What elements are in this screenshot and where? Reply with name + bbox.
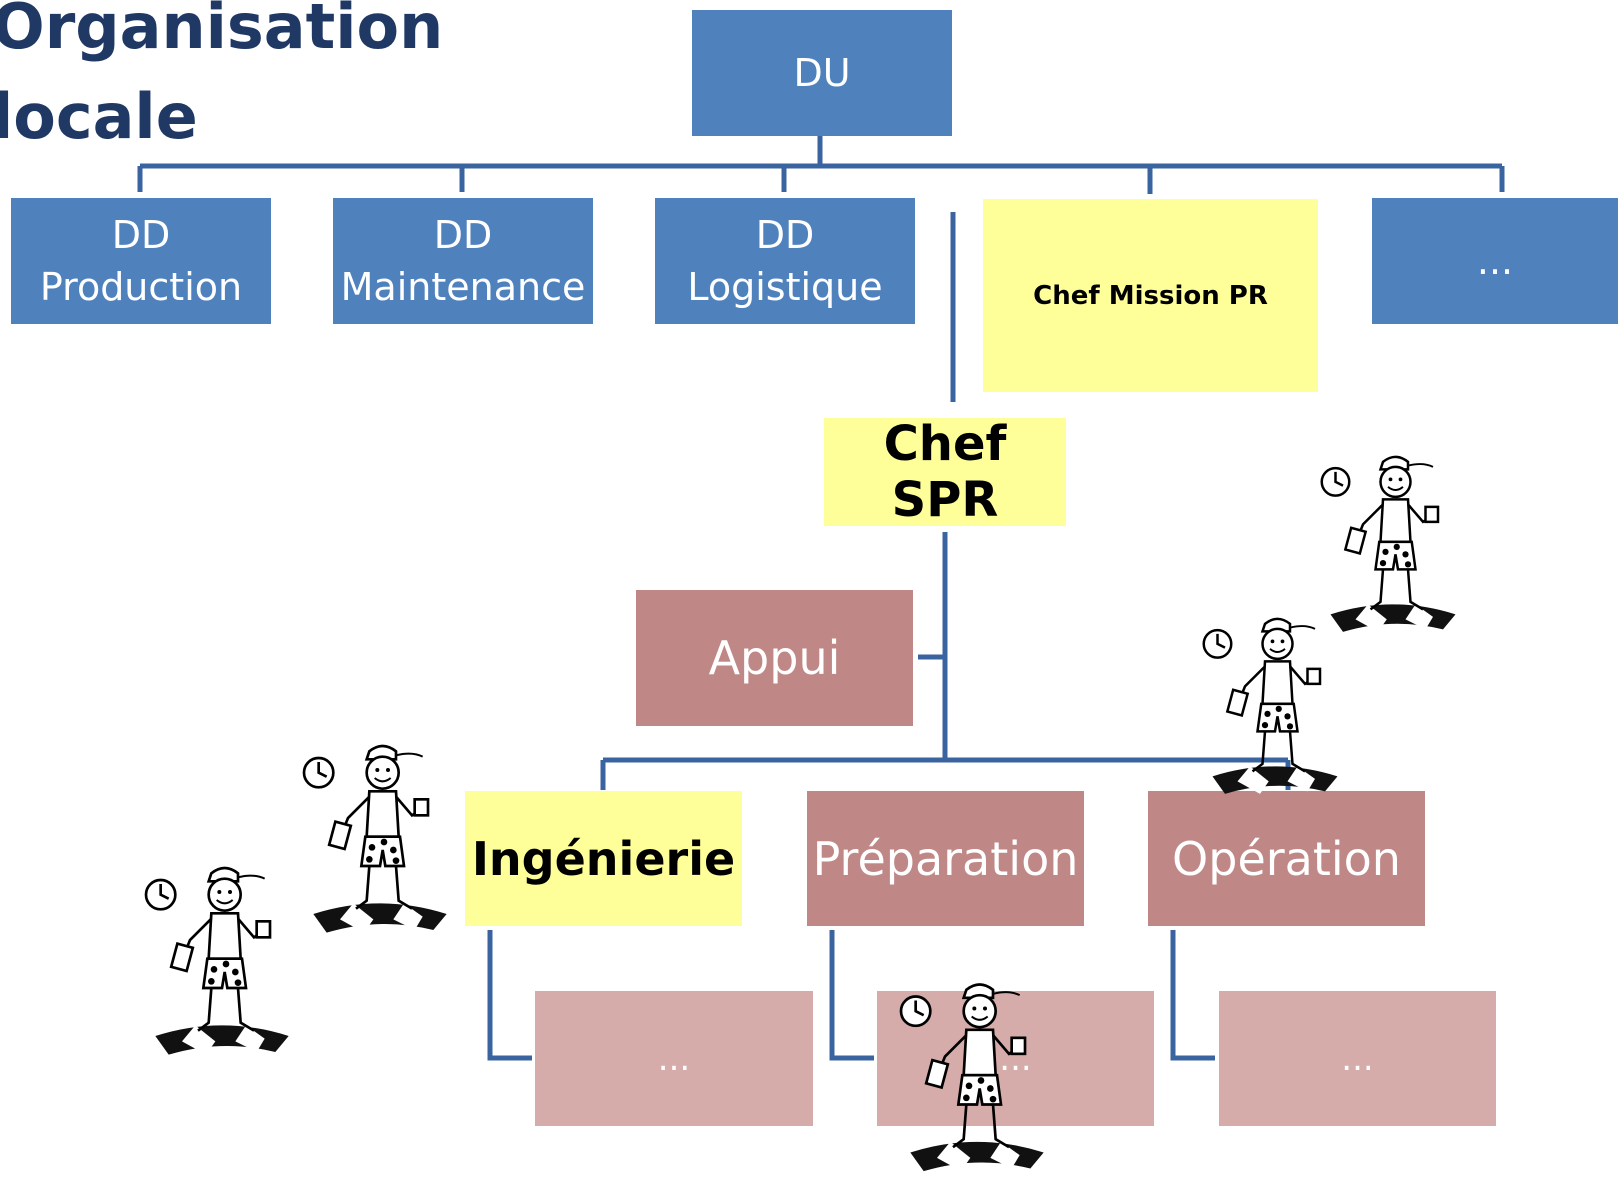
operation-sub-box[interactable]: ...	[1219, 991, 1496, 1126]
du-box[interactable]: DU	[692, 10, 952, 136]
chef-spr-box[interactable]: Chef SPR	[824, 416, 1066, 528]
ingenierie-label: Ingénierie	[471, 831, 736, 886]
ingenierie-sub-box[interactable]: ...	[535, 991, 813, 1126]
cartoon-worker-icon	[302, 744, 449, 935]
page-title-line1: Organisation	[0, 0, 444, 63]
preparation-box[interactable]: Préparation	[807, 791, 1084, 926]
dd-maintenance-line1: DD	[433, 213, 493, 257]
du-label: DU	[793, 51, 851, 95]
connector-preparation-sub	[829, 930, 874, 1061]
operation-box[interactable]: Opération	[1148, 791, 1425, 926]
chef-mission-label: Chef Mission PR	[1033, 280, 1268, 311]
dd-maintenance-box[interactable]: DD Maintenance	[333, 198, 593, 324]
dd-logistique-box[interactable]: DD Logistique	[655, 198, 915, 324]
dd-logistique-line1: DD	[755, 213, 815, 257]
dd-production-line2: Production	[39, 265, 243, 309]
more-top-box[interactable]: ...	[1372, 198, 1618, 324]
connector-ingenierie-sub	[487, 930, 532, 1061]
cartoon-worker-icon	[144, 866, 291, 1056]
operation-label: Opération	[1172, 831, 1401, 886]
cartoon-worker-icon	[1202, 617, 1339, 796]
dd-logistique-line2: Logistique	[687, 265, 883, 309]
connector-operation-sub	[1170, 930, 1215, 1061]
page-title: Organisation locale	[0, 0, 443, 162]
page-title-line2: locale	[0, 80, 198, 153]
dd-production-line1: DD	[111, 213, 171, 257]
chef-mission-box[interactable]: Chef Mission PR	[983, 199, 1318, 392]
more-top-label: ...	[1476, 239, 1514, 283]
dd-production-box[interactable]: DD Production	[11, 198, 271, 324]
preparation-label: Préparation	[812, 831, 1079, 886]
appui-label: Appui	[708, 631, 841, 685]
dd-maintenance-line2: Maintenance	[340, 265, 586, 309]
cartoon-worker-icon	[899, 983, 1045, 1173]
ingenierie-sub-label: ...	[657, 1038, 691, 1079]
operation-sub-label: ...	[1341, 1038, 1374, 1079]
ingenierie-box[interactable]: Ingénierie	[465, 791, 742, 926]
chef-spr-label: Chef SPR	[883, 416, 1007, 528]
appui-box[interactable]: Appui	[636, 590, 913, 726]
